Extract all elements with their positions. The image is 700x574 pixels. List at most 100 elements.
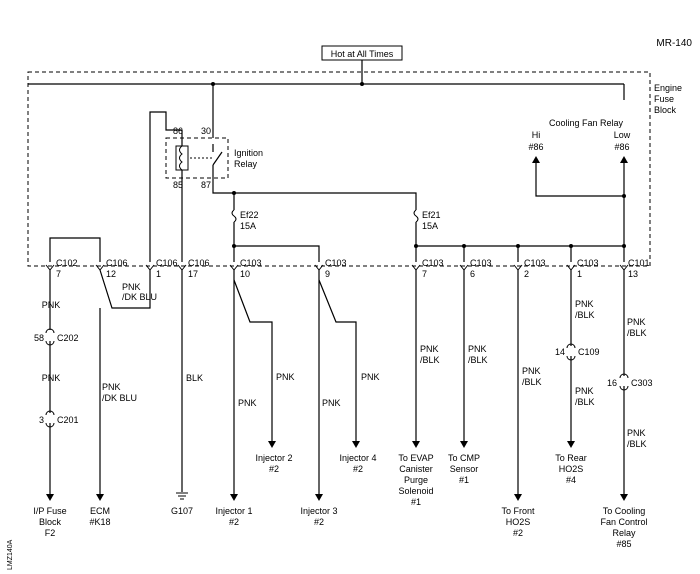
wire-color: /BLK xyxy=(420,355,440,365)
wire-color: BLK xyxy=(186,373,203,383)
wire-color: PNK xyxy=(42,373,61,383)
load-label: #K18 xyxy=(89,517,110,527)
relay-87-wire xyxy=(212,178,417,210)
connector-icon xyxy=(566,264,576,271)
ignition-relay-label1: Ignition xyxy=(234,148,263,158)
load-label: Relay xyxy=(612,528,636,538)
hot-at-all-times-label: Hot at All Times xyxy=(331,49,394,59)
wire-color: PNK xyxy=(420,344,439,354)
arrow-down-icon xyxy=(315,494,323,501)
inline-connector-icon xyxy=(566,343,576,349)
connector-pin: 10 xyxy=(240,269,250,279)
fuse-ef21-rating: 15A xyxy=(422,221,438,231)
connector-pin: 13 xyxy=(628,269,638,279)
fuse-ef21-name: Ef21 xyxy=(422,210,441,220)
relay-switch-icon xyxy=(212,151,223,166)
load-label: HO2S xyxy=(559,464,584,474)
load-label: #85 xyxy=(616,539,631,549)
load-label: G107 xyxy=(171,506,193,516)
arrow-down-icon xyxy=(620,494,628,501)
arrow-up-icon xyxy=(620,156,628,163)
c102-c106-loop xyxy=(49,237,101,262)
load-label: HO2S xyxy=(506,517,531,527)
wire-color: PNK xyxy=(102,382,121,392)
wire-color: /BLK xyxy=(522,377,542,387)
wire-color: PNK xyxy=(627,428,646,438)
load-label: To Front xyxy=(501,506,535,516)
relay-pin-30: 30 xyxy=(201,126,211,136)
load-label: Canister xyxy=(399,464,433,474)
connector-name: C106 xyxy=(156,258,178,268)
fuse-icon xyxy=(413,209,419,223)
connector-pin: 1 xyxy=(577,269,582,279)
arrow-down-icon xyxy=(96,494,104,501)
cooling-fan-relay-label: Cooling Fan Relay xyxy=(549,118,624,128)
wire-color: /BLK xyxy=(575,310,595,320)
load-label: F2 xyxy=(45,528,56,538)
wire-color: PNK xyxy=(468,344,487,354)
connector-name: C103 xyxy=(577,258,599,268)
inline-name: C109 xyxy=(578,347,600,357)
arrow-down-icon xyxy=(514,494,522,501)
connector-icon xyxy=(314,264,324,271)
junction xyxy=(622,194,626,198)
arrow-down-icon xyxy=(412,441,420,448)
load-label: #2 xyxy=(353,464,363,474)
load-label: Injector 1 xyxy=(215,506,252,516)
connector-c103-2: C103 2 xyxy=(513,258,546,279)
fuse-icon xyxy=(231,209,237,223)
cooling-fan-low-pin: #86 xyxy=(614,142,629,152)
connector-c103-6: C103 6 xyxy=(459,258,492,279)
coil-winding-icon xyxy=(179,145,183,171)
fuse-block-label-line1: Engine xyxy=(654,83,682,93)
inline-name: C303 xyxy=(631,378,653,388)
load-label: Solenoid xyxy=(398,486,433,496)
engine-fuse-block xyxy=(27,71,651,267)
load-label: I/P Fuse xyxy=(33,506,66,516)
load-label: Injector 4 xyxy=(339,453,376,463)
fuse-block-label-line2: Fuse xyxy=(654,94,674,104)
load-label: Purge xyxy=(404,475,428,485)
load-label: To Cooling xyxy=(603,506,646,516)
wire-color: PNK xyxy=(238,398,257,408)
load-label: To EVAP xyxy=(398,453,433,463)
connector-pin: 7 xyxy=(422,269,427,279)
inline-connector-icon xyxy=(45,328,55,334)
load-label: #1 xyxy=(411,497,421,507)
cooling-fan-low-label: Low xyxy=(614,130,631,140)
cooling-fan-hi-pin: #86 xyxy=(528,142,543,152)
wire-color: PNK xyxy=(361,372,380,382)
fuse-block-label-line3: Block xyxy=(654,105,677,115)
load-label: Injector 3 xyxy=(300,506,337,516)
connector-pin: 12 xyxy=(106,269,116,279)
wire-color: /DK BLU xyxy=(122,292,157,302)
fuse-ef22-name: Ef22 xyxy=(240,210,259,220)
wire-color: /BLK xyxy=(627,439,647,449)
load-label: To Rear xyxy=(555,453,587,463)
wire-color: PNK xyxy=(122,282,141,292)
connector-name: C106 xyxy=(188,258,210,268)
bus-junction xyxy=(360,82,364,86)
inline-pin: 58 xyxy=(34,333,44,343)
connector-name: C103 xyxy=(524,258,546,268)
fuse-ef22-rating: 15A xyxy=(240,221,256,231)
wire-color: /BLK xyxy=(627,328,647,338)
wire-color: PNK xyxy=(522,366,541,376)
inline-pin: 14 xyxy=(555,347,565,357)
connector-name: C102 xyxy=(56,258,78,268)
arrow-down-icon xyxy=(352,441,360,448)
load-label: #2 xyxy=(314,517,324,527)
load-label: #2 xyxy=(229,517,239,527)
wire-color: PNK xyxy=(276,372,295,382)
ef22-bus xyxy=(234,245,320,262)
fan-relay-hi-wire xyxy=(535,160,624,197)
wire xyxy=(99,269,151,309)
load-label: #2 xyxy=(269,464,279,474)
connector-name: C103 xyxy=(325,258,347,268)
wire xyxy=(233,279,273,443)
wire xyxy=(318,279,357,443)
connector-pin: 6 xyxy=(470,269,475,279)
connector-pin: 7 xyxy=(56,269,61,279)
connector-name: C103 xyxy=(240,258,262,268)
